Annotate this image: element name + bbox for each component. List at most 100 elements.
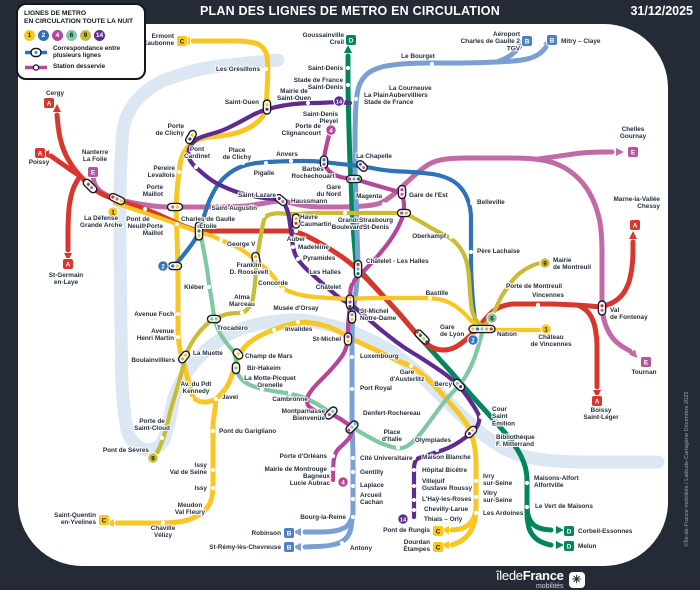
metro-badge-2: 2 [157,260,169,272]
station-dot [524,480,530,486]
rer-badge-B: B [546,34,558,46]
station-dot [142,206,148,212]
arrow-icon [53,104,61,112]
station-dot [193,164,199,170]
metro-badge-4: 4 [325,124,337,136]
station-dot [473,494,479,500]
arrow-icon [556,541,564,549]
svg-text:D: D [349,37,354,44]
station-label: Corbeil-Essonnes [578,528,633,535]
rer-badge-A: A [62,258,74,270]
station-label: Avenue Foch [134,311,174,318]
rer-badge-A: A [591,395,603,407]
station-dot [408,363,414,369]
station-dot [353,96,359,102]
station-label: Chevilly-Larue [424,506,468,513]
brand-text: îledeFrance [496,568,564,583]
svg-text:14: 14 [336,99,343,105]
svg-text:14: 14 [400,517,407,523]
interchange-capsule [343,332,353,346]
interchange-capsule [319,155,329,169]
metro-badge-2: 2 [467,334,479,346]
station-dot [434,447,440,453]
station-label: Pont de Rungis [383,527,430,534]
arrow-icon [441,526,449,534]
line-rer-c-dourdan [449,505,479,548]
brand-logo: îledeFrance mobilités ✳ [496,569,585,590]
station-dot [473,510,479,516]
station-label: Maison Blanche [422,454,471,461]
legend-line-badge-9: 9 [80,30,91,42]
station-label: Gentilly [360,469,384,476]
interchange-capsule [206,314,222,324]
line-rer-c-seine [213,319,479,533]
station-dot [349,386,355,392]
station-label: Auber [287,236,306,243]
svg-text:D: D [567,543,572,550]
station-dot [293,228,299,234]
interchange-capsule [262,99,272,115]
rer-badge-C: C [432,525,444,537]
station-dot [350,483,356,489]
svg-text:E: E [631,149,636,156]
interchange-capsule [345,420,359,434]
station-label: Mairie de Montrouge [265,466,328,473]
svg-text:1: 1 [111,209,115,216]
station-label: Musée d'Orsay [273,305,319,312]
arrow-icon [629,231,637,239]
interchange-capsules [82,99,607,439]
station-dot [213,396,219,402]
arrow-icon [344,45,352,53]
station-label: Port Royal [360,385,392,392]
station-dot [411,497,417,503]
station-label: Melun [578,543,597,550]
station-dot [478,414,484,420]
station-label: Porte d'Orléans [280,453,328,460]
station-dot [239,310,245,316]
interchange-capsule [232,348,244,360]
station-dot [350,455,356,461]
legend-box: LIGNES DE METRO EN CIRCULATION TOUTE LA … [16,3,146,80]
station-label: Poissy [29,159,50,166]
station-label: Tournan [631,369,656,376]
station-dot [305,100,311,106]
svg-text:1: 1 [544,326,548,333]
line-rer-a-boissy [575,302,600,390]
station-dot [176,169,182,175]
station-label: Cité Universitaire [360,455,413,462]
line-rer-b-north [352,59,500,267]
station-label: Cergy [46,90,65,97]
station-dot [206,284,212,290]
svg-text:C: C [436,544,441,551]
metro-badge-9: 9 [539,257,551,269]
station-label: Les Grésillons [216,66,260,73]
metro-badge-14: 14 [397,513,409,525]
svg-text:A: A [47,100,52,107]
interchange-capsule [347,310,357,324]
station-label: Saint-Denis [308,65,344,72]
metro-badge-14: 14 [333,95,345,107]
interchange-capsule [291,213,301,229]
station-dot [287,390,293,396]
rer-badge-E: E [87,166,99,178]
